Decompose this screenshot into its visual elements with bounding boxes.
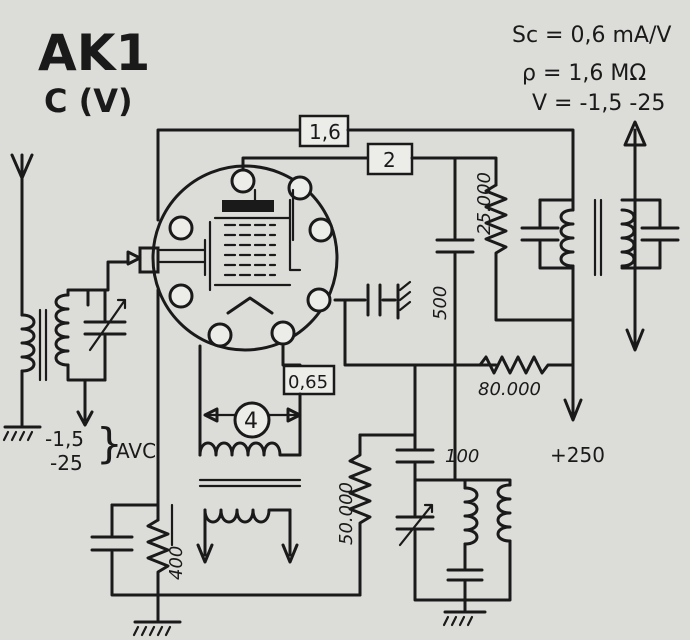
box-2-label: 2 <box>383 148 396 172</box>
spec-sc: Sc = 0,6 mA/V <box>512 23 671 48</box>
resistor-25000-label: 25.000 <box>474 172 495 235</box>
box-0-65-label: 0,65 <box>288 372 328 393</box>
if-transformer <box>520 120 680 417</box>
avc-brace: } <box>96 419 123 468</box>
ground-left <box>2 425 42 442</box>
wire-top-1b <box>346 128 575 202</box>
tube-name: AK1 <box>38 24 150 82</box>
capacitor-100-label: 100 <box>445 446 479 467</box>
resistor-80000-label: 80.000 <box>478 379 541 400</box>
trimmer-capacitor <box>333 280 412 320</box>
plus250-arrow <box>563 398 583 422</box>
resistor-50000-label: 50.000 <box>336 482 357 545</box>
wire-0-65 <box>281 343 302 367</box>
resistor-80000 <box>478 355 575 375</box>
capacitor-500-label: 500 <box>430 286 451 320</box>
wire-top-2b <box>410 156 498 187</box>
wire-osc-1 <box>343 298 498 367</box>
resistor-400 <box>90 503 174 622</box>
tube-envelope <box>151 164 339 352</box>
ground-cathode <box>132 620 182 637</box>
tuning-capacitor-input <box>76 288 127 427</box>
box-4-label: 4 <box>244 409 258 434</box>
resistor-25000 <box>484 183 575 322</box>
oscillator-coil <box>196 344 302 564</box>
resistor-400-label: 400 <box>166 546 187 580</box>
box-1-6-label: 1,6 <box>309 120 341 144</box>
box-1-6 <box>298 114 350 148</box>
wire-top-2 <box>241 156 370 172</box>
wire-top-1 <box>156 128 302 222</box>
oscillator-tank <box>395 478 512 602</box>
plus250-label: +250 <box>550 443 605 467</box>
antenna-symbol <box>10 153 34 292</box>
ground-oscillator <box>442 598 487 627</box>
box-2 <box>366 142 414 176</box>
box-4 <box>203 401 302 439</box>
avc-value-b: -25 <box>50 451 83 475</box>
capacitor-500 <box>435 156 475 482</box>
avc-value-a: -1,5 <box>45 427 84 451</box>
input-transformer <box>20 260 130 427</box>
tube-electrodes <box>158 188 302 315</box>
avc-label: AVC <box>116 439 156 463</box>
capacitor-100 <box>395 363 435 482</box>
spec-v: V = -1,5 -25 <box>532 91 665 116</box>
tube-base: C (V) <box>44 82 133 120</box>
top-cap-grid <box>126 246 160 274</box>
spec-rho: ρ = 1,6 MΩ <box>522 61 646 86</box>
box-0-65 <box>282 364 336 396</box>
resistor-50000 <box>348 433 417 597</box>
